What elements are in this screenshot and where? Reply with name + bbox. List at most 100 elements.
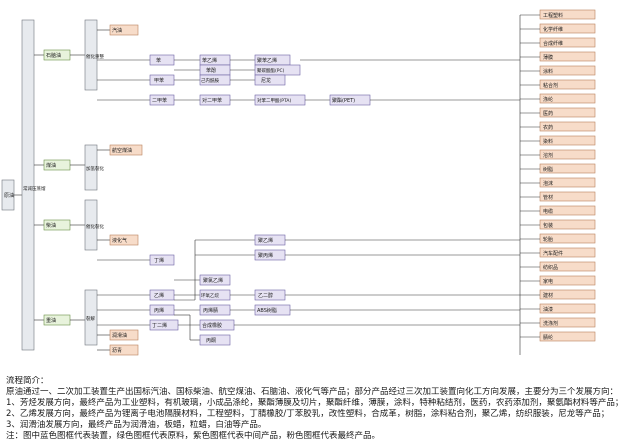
node-propylene-label: 丙烯	[154, 307, 164, 314]
node-plastics-label: 工程塑料	[543, 12, 563, 19]
node-distill	[21, 19, 35, 351]
node-kerosene-label: 煤油	[46, 162, 56, 169]
node-appliance-label: 家电	[543, 278, 553, 285]
node-reforming	[84, 19, 98, 91]
node-appliance	[539, 275, 596, 286]
node-film-label: 薄膜	[543, 54, 553, 61]
node-coating-label: 涂料	[543, 68, 553, 75]
node-acetone-label: 丙酮	[206, 338, 216, 344]
node-naphtha-label: 石脑油	[46, 52, 61, 59]
node-packaging-label: 包装	[543, 222, 553, 229]
node-textile	[539, 261, 596, 272]
node-detergent-label: 洗涤剂	[543, 320, 558, 327]
node-ps-label: 聚苯乙烯	[257, 57, 277, 64]
node-resin-label: 树脂	[543, 166, 553, 173]
node-chem_fiber-label: 化学纤维	[543, 26, 563, 33]
node-pp-label: 聚丙烯	[258, 252, 273, 259]
node-cracking	[84, 289, 98, 346]
node-acrylic-label: 腈纶	[543, 334, 553, 341]
node-pipe-label: 管材	[543, 194, 553, 201]
node-catcrack-label: 催化裂化	[86, 223, 104, 230]
node-abs-label: ABS树脂	[257, 307, 277, 314]
node-foam	[539, 177, 596, 188]
node-lpg	[109, 234, 139, 246]
node-pta-label: 对苯二甲酸(PTA)	[257, 97, 291, 104]
node-tire	[539, 233, 596, 244]
node-butene-label: 丁烯	[154, 257, 164, 264]
node-phenol-label: 苯酚	[206, 67, 216, 74]
node-xylene-label: 二甲苯	[152, 97, 167, 104]
node-building-label: 建材	[543, 292, 553, 299]
node-butene	[149, 254, 175, 266]
node-plastics	[539, 9, 596, 20]
node-butadiene-label: 丁二烯	[152, 322, 167, 329]
node-px-label: 对二甲苯	[202, 97, 222, 104]
node-resin	[539, 163, 596, 174]
node-detergent	[539, 317, 596, 328]
notes-line5: 注：图中蓝色图框代表装置，绿色图框代表原料，紫色图框代表中间产品，粉色图框代表最…	[6, 431, 381, 441]
final-connectors	[520, 14, 540, 338]
node-ethylene-label: 乙烯	[154, 292, 164, 299]
node-reforming-label: 催化重整	[86, 53, 104, 60]
node-distill-label: 常减压蒸馏	[23, 185, 46, 192]
notes-title: 流程简介：	[6, 376, 49, 386]
node-acrylic	[539, 331, 596, 342]
node-adhesive	[539, 79, 596, 90]
node-hydrocrack	[84, 144, 98, 191]
node-chem_fiber	[539, 23, 596, 34]
final-products: 工程塑料 化学纤维 合成纤维 薄膜 涂料 粘合剂 涤纶 医药 农药 染料 溶剂 …	[539, 9, 596, 342]
node-adhesive-label: 粘合剂	[543, 82, 558, 89]
petrochemical-flow-diagram: 原油 常减压蒸馏 石脑油 煤油 柴油 重油 催化重整 加氢裂化 催化裂化 裂解 …	[1, 9, 596, 356]
node-fiber-label: 合成纤维	[543, 40, 563, 47]
node-crude-label: 原油	[4, 192, 14, 199]
node-jetfuel	[109, 144, 143, 156]
node-dye	[539, 135, 596, 146]
node-pe-label: 聚乙烯	[258, 237, 273, 244]
node-rubber-label: 合成橡胶	[202, 322, 222, 329]
node-eo-label: 环氧乙烷	[201, 292, 219, 299]
node-nylon	[254, 74, 286, 86]
node-cable-label: 电缆	[543, 208, 553, 215]
node-eg-label: 乙二醇	[258, 292, 273, 299]
node-textile-label: 纺织品	[543, 264, 558, 271]
node-medicine	[539, 107, 596, 118]
node-styrene-label: 苯乙烯	[202, 57, 217, 64]
node-film	[539, 51, 596, 62]
node-building	[539, 289, 596, 300]
node-polyester_fiber	[539, 93, 596, 104]
node-acetone	[199, 334, 231, 346]
node-paint-label: 油漆	[543, 306, 553, 313]
node-asphalt-label: 沥青	[112, 347, 122, 354]
node-solvent-label: 溶剂	[543, 152, 553, 159]
node-pesticide-label: 农药	[543, 124, 553, 131]
node-nylon-label: 尼龙	[261, 77, 271, 84]
node-cable	[539, 205, 596, 216]
node-catcrack	[84, 199, 98, 251]
node-benzene-label: 苯	[156, 57, 161, 64]
node-foam-label: 泡沫	[543, 180, 553, 187]
node-jetfuel-label: 航空煤油	[112, 147, 132, 154]
node-gasoline	[109, 24, 139, 36]
node-coating	[539, 65, 596, 76]
node-medicine-label: 医药	[543, 110, 553, 117]
node-auto_parts-label: 汽车配件	[543, 250, 563, 257]
node-polyester_fiber-label: 涤纶	[543, 96, 553, 103]
node-pvc	[199, 274, 231, 286]
node-pet-label: 聚酯(PET)	[332, 98, 355, 104]
notes-line2: 1、芳烃发展方向，最终产品为工业塑料，有机玻璃，小成品涤纶，聚酯薄膜及切片，聚酯…	[6, 398, 624, 408]
node-diesel-label: 柴油	[46, 222, 56, 229]
node-pc-label: 聚碳酸酯(PC)	[257, 67, 285, 74]
node-tire-label: 轮胎	[543, 236, 553, 243]
node-auto_parts	[539, 247, 596, 258]
node-paint	[539, 303, 596, 314]
node-pvc-label: 聚氯乙烯	[203, 277, 223, 284]
notes-line1: 原油通过一、二次加工装置生产出国标汽油、国标柴油、航空煤油、石脑油、液化气等产品…	[6, 387, 619, 397]
notes-line4: 3、润滑油发展方向，最终产品为润滑油，板蜡，粒蜡，白油等产品。	[6, 420, 267, 430]
node-toluene-label: 甲苯	[154, 77, 164, 84]
node-pesticide	[539, 121, 596, 132]
node-caprolactam-label: 己内酰胺	[201, 77, 219, 84]
node-lubricant-label: 润滑油	[112, 332, 127, 339]
node-fiber	[539, 37, 596, 48]
node-lpg-label: 液化气	[112, 237, 127, 244]
node-asphalt	[109, 344, 139, 356]
